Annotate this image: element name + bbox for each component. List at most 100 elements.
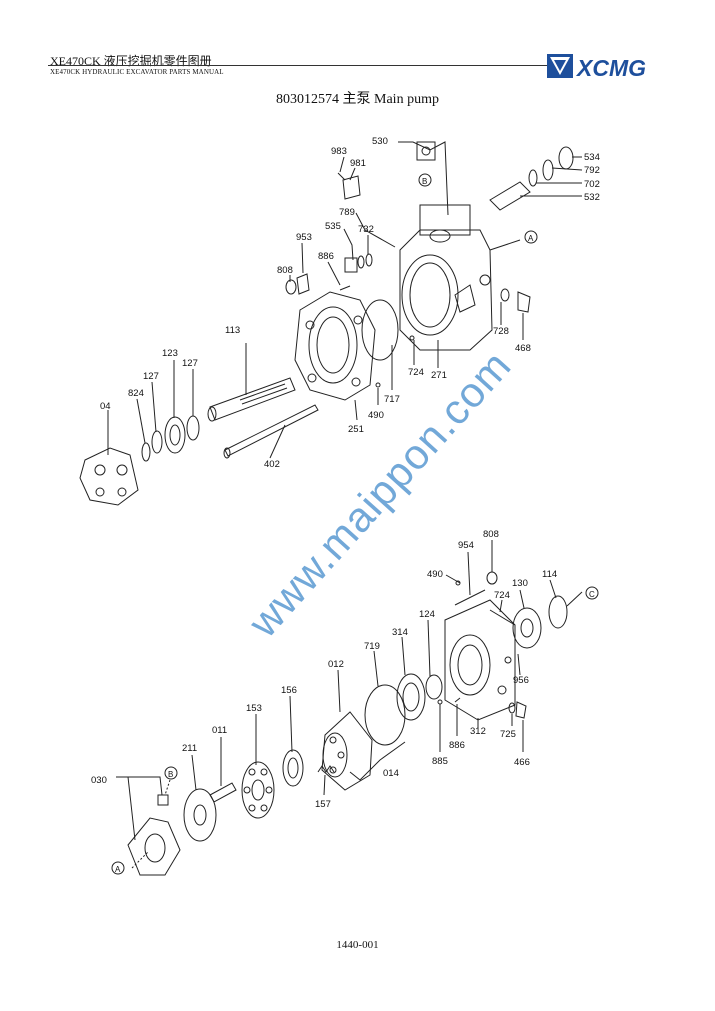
marker-a-upper	[524, 230, 538, 244]
manual-subtitle: XE470CK HYDRAULIC EXCAVATOR PARTS MANUAL	[50, 68, 224, 76]
callout: 824	[128, 388, 144, 399]
manual-title: XE470CK 液压挖掘机零件图册	[50, 54, 212, 68]
marker-a-label-2: A	[115, 865, 121, 874]
plug-468	[517, 291, 531, 313]
pin-724	[409, 335, 415, 341]
marker-b-upper	[418, 173, 432, 187]
callout: 490	[368, 410, 384, 421]
housing-bore	[401, 254, 459, 336]
screw-983	[337, 172, 346, 181]
marker-b-lower	[164, 766, 178, 780]
ring-792	[542, 159, 554, 181]
callout: 114	[542, 569, 557, 580]
callout: 789	[339, 207, 355, 218]
nut-808	[486, 571, 498, 585]
plug-808	[285, 279, 297, 295]
callout: 402	[264, 459, 280, 470]
callout: 04	[100, 401, 111, 412]
callout: 732	[358, 224, 374, 235]
gear-pump-04	[79, 447, 139, 506]
valve-block-312	[444, 599, 516, 721]
callout: 956	[513, 675, 529, 686]
spring-157	[317, 765, 335, 773]
marker-c-label: C	[589, 590, 595, 599]
callout: 211	[182, 743, 197, 754]
callout: 702	[584, 179, 600, 190]
callout: 127	[143, 371, 159, 382]
callout: 725	[500, 729, 516, 740]
callout: 156	[281, 685, 297, 696]
callout: 954	[458, 540, 474, 551]
piston-011	[209, 782, 237, 803]
callout: 532	[584, 192, 600, 203]
drive-shaft-113	[209, 377, 296, 421]
ring-725	[508, 702, 516, 714]
callout: 886	[318, 251, 334, 262]
ring-127a	[186, 415, 200, 441]
callout: 468	[515, 343, 531, 354]
callout: 153	[246, 703, 262, 714]
callout: 014	[383, 768, 399, 779]
drawing-title: 803012574 主泵 Main pump	[276, 92, 439, 107]
callout: 728	[493, 326, 509, 337]
callout: 983	[331, 146, 347, 157]
callout: 271	[431, 370, 447, 381]
pump-housing-271	[399, 229, 493, 351]
ring-702	[528, 169, 538, 187]
callout: 808	[483, 529, 499, 540]
page-code: 1440-001	[336, 939, 379, 951]
flange-251	[294, 291, 376, 401]
piston-532	[489, 181, 531, 211]
callout: 157	[315, 799, 331, 810]
plate-981	[342, 175, 361, 200]
callout: 466	[514, 757, 530, 768]
pin-490	[375, 382, 381, 388]
housing-top-block	[419, 204, 471, 236]
callout: 724	[494, 590, 510, 601]
callout: 953	[296, 232, 312, 243]
callout: 792	[584, 165, 600, 176]
bearing-114	[548, 595, 568, 629]
marker-b-label: B	[422, 177, 427, 186]
o-ring-717	[361, 299, 399, 361]
swash-plate-030	[127, 817, 181, 876]
plug-466	[515, 701, 527, 719]
screw-954	[454, 589, 486, 606]
callout: 886	[449, 740, 465, 751]
marker-a-label: A	[528, 234, 534, 243]
ring-127b	[151, 430, 163, 454]
pin-886b	[454, 697, 461, 703]
valve-plate-314	[396, 673, 426, 721]
block-530	[416, 141, 436, 161]
callout: 530	[372, 136, 388, 147]
o-ring-719	[364, 684, 406, 746]
gear-130	[512, 607, 542, 649]
callout: 012	[328, 659, 344, 670]
header-rule	[48, 65, 548, 66]
cap-534	[558, 146, 574, 170]
bearing-124	[425, 674, 443, 700]
callout: 030	[91, 775, 107, 786]
callout: 314	[392, 627, 408, 638]
callout: 717	[384, 394, 400, 405]
pin-030b	[157, 794, 169, 806]
callout: 808	[277, 265, 293, 276]
callout: 490	[427, 569, 443, 580]
callout: 127	[182, 358, 198, 369]
callout: 719	[364, 641, 380, 652]
callout: 123	[162, 348, 178, 359]
xcmg-logo: XCMG	[547, 54, 646, 80]
callout: 312	[470, 726, 486, 737]
piston-plate-153	[241, 761, 275, 819]
bearing-123	[164, 416, 186, 454]
retainer-156	[282, 749, 304, 787]
callout: 535	[325, 221, 341, 232]
marker-c-lower	[585, 586, 599, 600]
pin-885	[437, 699, 443, 705]
callout: 011	[212, 725, 227, 736]
cylinder-block-012	[321, 711, 373, 791]
callout: 981	[350, 158, 366, 169]
shaft-402	[224, 404, 319, 457]
callout: 534	[584, 152, 600, 163]
